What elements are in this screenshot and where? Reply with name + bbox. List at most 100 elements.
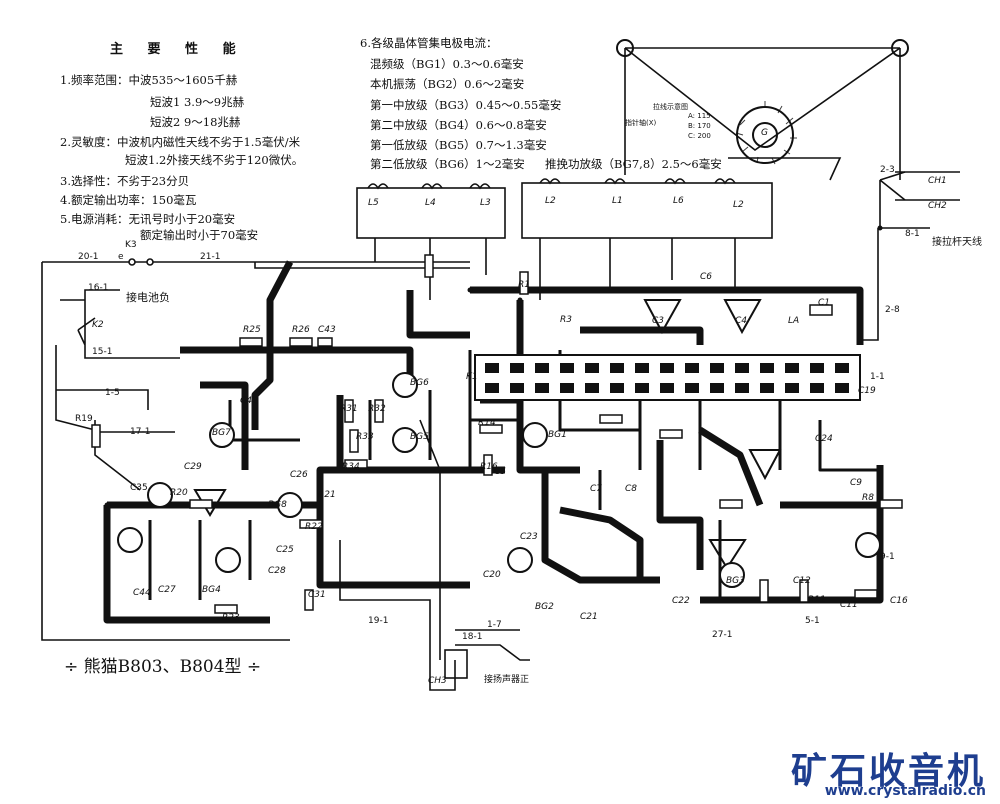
label-k2: K2 <box>92 320 104 330</box>
note-battery: 接电池负 <box>126 291 170 304</box>
label-w27-1: 27-1 <box>712 630 733 640</box>
current-bg1: 混频级（BG1）0.3～0.6毫安 <box>370 57 524 71</box>
label-c44: C44 <box>133 588 151 598</box>
spec-frequency-range: 1.频率范围：中波535～1605千赫 <box>60 73 238 87</box>
label-c7: C7 <box>590 484 603 494</box>
spec-power-consumption-rated: 额定输出时小于70毫安 <box>140 228 259 242</box>
label-r3: R3 <box>560 315 572 325</box>
label-c29: C29 <box>184 462 202 472</box>
note-speaker: 接扬声器正 <box>484 675 530 685</box>
label-c20: C20 <box>483 570 501 580</box>
coil-l2b: L2 <box>733 200 744 210</box>
coil-l5: L5 <box>368 198 379 208</box>
spec-selectivity: 3.选择性：不劣于23分贝 <box>60 174 190 188</box>
current-bg7-8: 推挽功放级（BG7,8）2.5～6毫安 <box>545 157 722 171</box>
label-bg8: BG8 <box>268 500 287 510</box>
label-w16-1: 16-1 <box>88 283 109 293</box>
label-bg6: BG6 <box>410 378 429 388</box>
spec-output-power: 4.额定输出功率：150毫瓦 <box>60 193 197 207</box>
label-k1: K1 <box>466 372 478 382</box>
label-r32: R32 <box>368 404 386 414</box>
label-c12: C12 <box>793 576 811 586</box>
label-w1-1: 1-1 <box>870 372 885 382</box>
label-bg5: BG5 <box>410 432 429 442</box>
label-c43: C43 <box>318 325 336 335</box>
watermark-name: 矿石收音机 <box>790 751 986 792</box>
label-c42: C42 <box>240 396 258 406</box>
label-c3: C3 <box>652 316 665 326</box>
coil-l6: L6 <box>673 196 684 206</box>
spec-sensitivity-sw: 短波1.2外接天线不劣于120微伏。 <box>125 153 304 167</box>
label-r34: R34 <box>342 462 360 472</box>
current-bg3: 第一中放级（BG3）0.45～0.55毫安 <box>370 98 562 112</box>
label-c22: C22 <box>672 596 690 606</box>
label-w20-1: 20-1 <box>78 252 99 262</box>
label-c4: C4 <box>735 316 748 326</box>
spec-power-consumption: 5.电源消耗：无讯号时小于20毫安 <box>60 212 236 226</box>
label-c9: C9 <box>850 478 863 488</box>
coil-l2a: L2 <box>545 196 556 206</box>
model-name: ÷ 熊猫B803、B804型 ÷ <box>64 657 262 677</box>
label-w9-1: 9-1 <box>880 552 895 562</box>
label-k3: K3 <box>125 240 137 250</box>
label-w2-8: 2-8 <box>885 305 900 315</box>
label-c16: C16 <box>890 596 908 606</box>
label-w1-7: 1-7 <box>487 620 502 630</box>
currents-title: 6.各级晶体管集电极电流： <box>360 36 498 50</box>
label-r19: R19 <box>75 414 93 424</box>
label-c19: C19 <box>858 386 876 396</box>
label-bg3: BG3 <box>726 576 745 586</box>
label-r1: R1 <box>518 280 530 290</box>
current-bg6: 第二低放级（BG6）1～2毫安 <box>370 157 525 171</box>
label-r23: R23 <box>222 613 240 623</box>
label-c24: C24 <box>815 434 833 444</box>
label-c6: C6 <box>700 272 713 282</box>
dial-note: 指针轴(X) <box>625 119 657 127</box>
label-c1: C1 <box>818 298 831 308</box>
label-r31: R31 <box>340 404 358 414</box>
label-w19-1: 19-1 <box>368 616 389 626</box>
label-w2-3: 2-3 <box>880 165 895 175</box>
label-w1-5: 1-5 <box>105 388 120 398</box>
dial-legend-a: A: 115 <box>688 112 711 120</box>
label-ch1: CH1 <box>928 176 947 186</box>
coil-l1: L1 <box>612 196 623 206</box>
spec-shortwave-1: 短波1 3.9～9兆赫 <box>150 95 245 109</box>
dial-legend-b: B: 170 <box>688 122 711 130</box>
watermark-url[interactable]: www.crystalradio.cn <box>824 783 986 799</box>
label-w8-1: 8-1 <box>905 229 920 239</box>
label-la: LA <box>788 316 800 326</box>
label-w15-1: 15-1 <box>92 347 113 357</box>
label-r22: R22 <box>305 522 323 532</box>
label-w21-1: 21-1 <box>200 252 221 262</box>
label-c28: C28 <box>268 566 286 576</box>
coil-l4: L4 <box>425 198 436 208</box>
coil-l3: L3 <box>480 198 491 208</box>
label-c21: C21 <box>580 612 598 622</box>
specs-title: 主 要 性 能 <box>110 42 246 57</box>
label-c5: C5 <box>494 467 507 477</box>
dial-pulley-label: G <box>761 128 768 138</box>
label-r14: R14 <box>478 418 496 428</box>
label-w5-1: 5-1 <box>805 616 820 626</box>
current-bg2: 本机振荡（BG2）0.6～2毫安 <box>370 77 525 91</box>
label-r21: R21 <box>318 490 336 500</box>
note-antenna: 接拉杆天线 <box>932 237 982 248</box>
spec-shortwave-2: 短波2 9～18兆赫 <box>150 115 241 129</box>
label-r33: R33 <box>356 432 374 442</box>
label-c23: C23 <box>520 532 538 542</box>
label-c27: C27 <box>158 585 176 595</box>
label-r25: R25 <box>243 325 261 335</box>
label-c8: C8 <box>625 484 638 494</box>
label-r11: R11 <box>808 595 826 605</box>
label-c11: C11 <box>840 600 858 610</box>
label-r8: R8 <box>862 493 874 503</box>
label-c25: C25 <box>276 545 294 555</box>
label-r20: R20 <box>170 488 188 498</box>
label-w17-1: 17-1 <box>130 427 151 437</box>
dial-caption: 拉线示意图 <box>653 103 688 111</box>
label-bg1: BG1 <box>548 430 567 440</box>
spec-sensitivity: 2.灵敏度：中波机内磁性天线不劣于1.5毫伏/米 <box>60 135 301 149</box>
label-bg7: BG7 <box>212 428 231 438</box>
